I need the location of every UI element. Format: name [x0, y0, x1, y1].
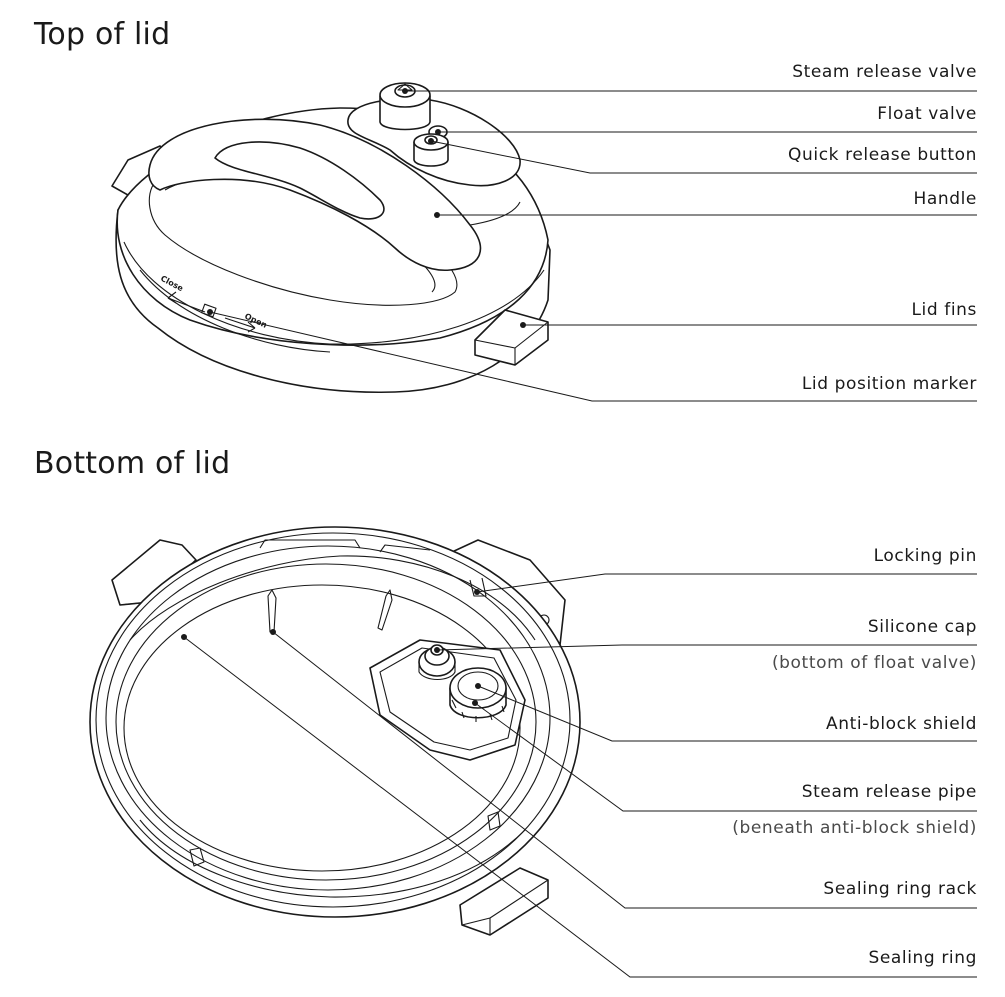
label-sealing-ring: Sealing ring: [868, 948, 977, 968]
label-lid-fins: Lid fins: [911, 300, 977, 320]
label-lid-position-marker: Lid position marker: [801, 374, 977, 394]
lid-position-marker-symbol: [202, 304, 216, 317]
label-silicone-cap: Silicone cap: [867, 617, 977, 637]
label-anti-block-shield: Anti-block shield: [826, 714, 977, 734]
label-steam-release-pipe: Steam release pipe: [801, 782, 977, 802]
silicone-cap: [419, 645, 455, 680]
anti-block-shield: [450, 668, 506, 722]
right-lid-fin: [475, 310, 548, 365]
top-of-lid-heading: Top of lid: [34, 17, 171, 52]
sealing-ring-rack-clips: [190, 590, 500, 866]
label-steam-release-pipe-note: (beneath anti-block shield): [732, 818, 977, 838]
label-handle: Handle: [913, 189, 977, 209]
outer-lid-rim: [90, 527, 580, 917]
sealing-ring-outer: [116, 564, 536, 880]
sealing-ring-inner: [124, 585, 520, 871]
top-leader-lines: [207, 88, 977, 401]
bottom-lid-illustration: [90, 527, 580, 935]
label-float-valve: Float valve: [877, 104, 977, 124]
bottom-of-lid-heading: Bottom of lid: [34, 446, 231, 481]
label-steam-release-valve: Steam release valve: [792, 62, 977, 82]
locking-pin: [470, 578, 486, 596]
bottom-leader-lines: [181, 574, 977, 977]
label-silicone-cap-note: (bottom of float valve): [771, 653, 977, 673]
label-quick-release-button: Quick release button: [788, 145, 977, 165]
label-locking-pin: Locking pin: [873, 546, 977, 566]
top-lid-illustration: Close Open: [112, 83, 550, 392]
label-sealing-ring-rack: Sealing ring rack: [823, 879, 977, 899]
